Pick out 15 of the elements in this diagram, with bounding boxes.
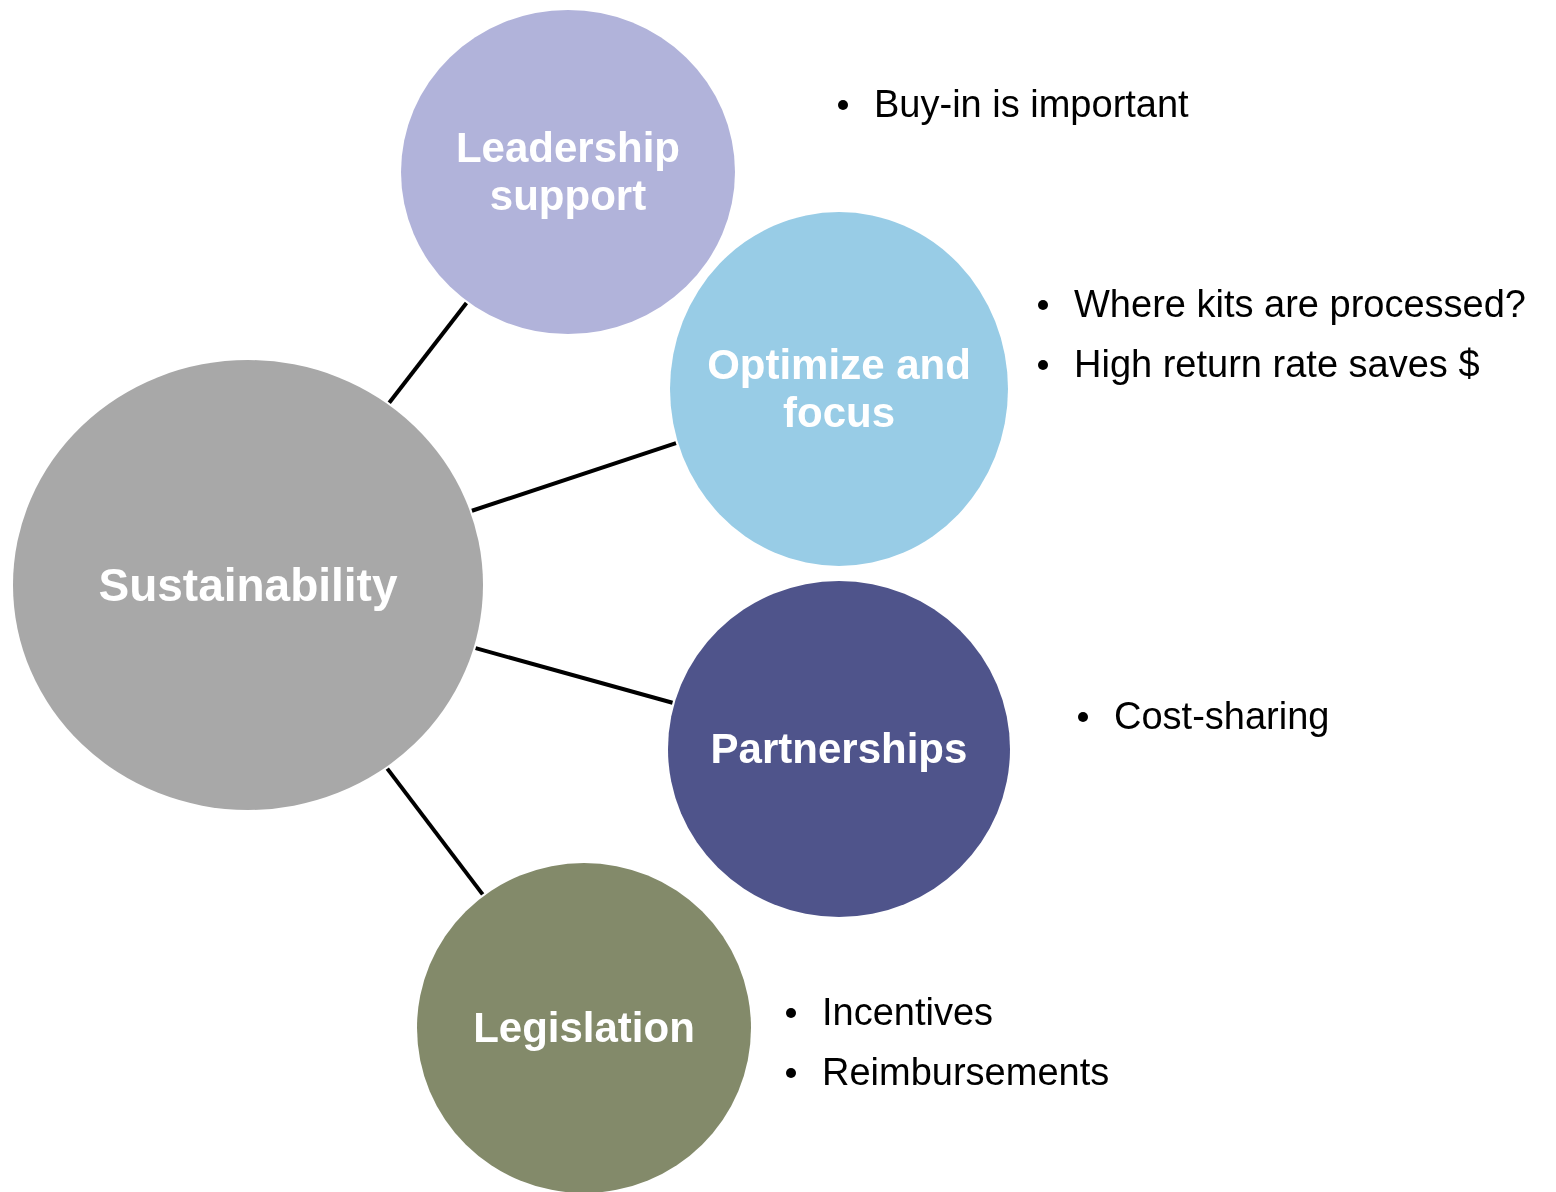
connector-line <box>385 767 485 896</box>
circle-label: Optimize and focus <box>706 340 972 438</box>
connector-line <box>387 301 469 404</box>
bullet-text: Buy-in is important <box>874 84 1189 126</box>
bullet-text: Cost-sharing <box>1114 696 1330 738</box>
connector-line <box>471 441 677 513</box>
circle-label: Sustainability <box>98 558 398 612</box>
connector-line <box>475 646 674 705</box>
circle-label: Partnerships <box>710 724 968 774</box>
circle-label: Leadership support <box>454 123 682 221</box>
bullet-text: Where kits are processed? <box>1074 284 1526 326</box>
bullet-text: Incentives <box>822 992 994 1034</box>
bullet-text: High return rate saves $ <box>1074 343 1480 386</box>
bullet-text: Reimbursements <box>822 1051 1110 1094</box>
circle-label: Legislation <box>473 1003 695 1053</box>
